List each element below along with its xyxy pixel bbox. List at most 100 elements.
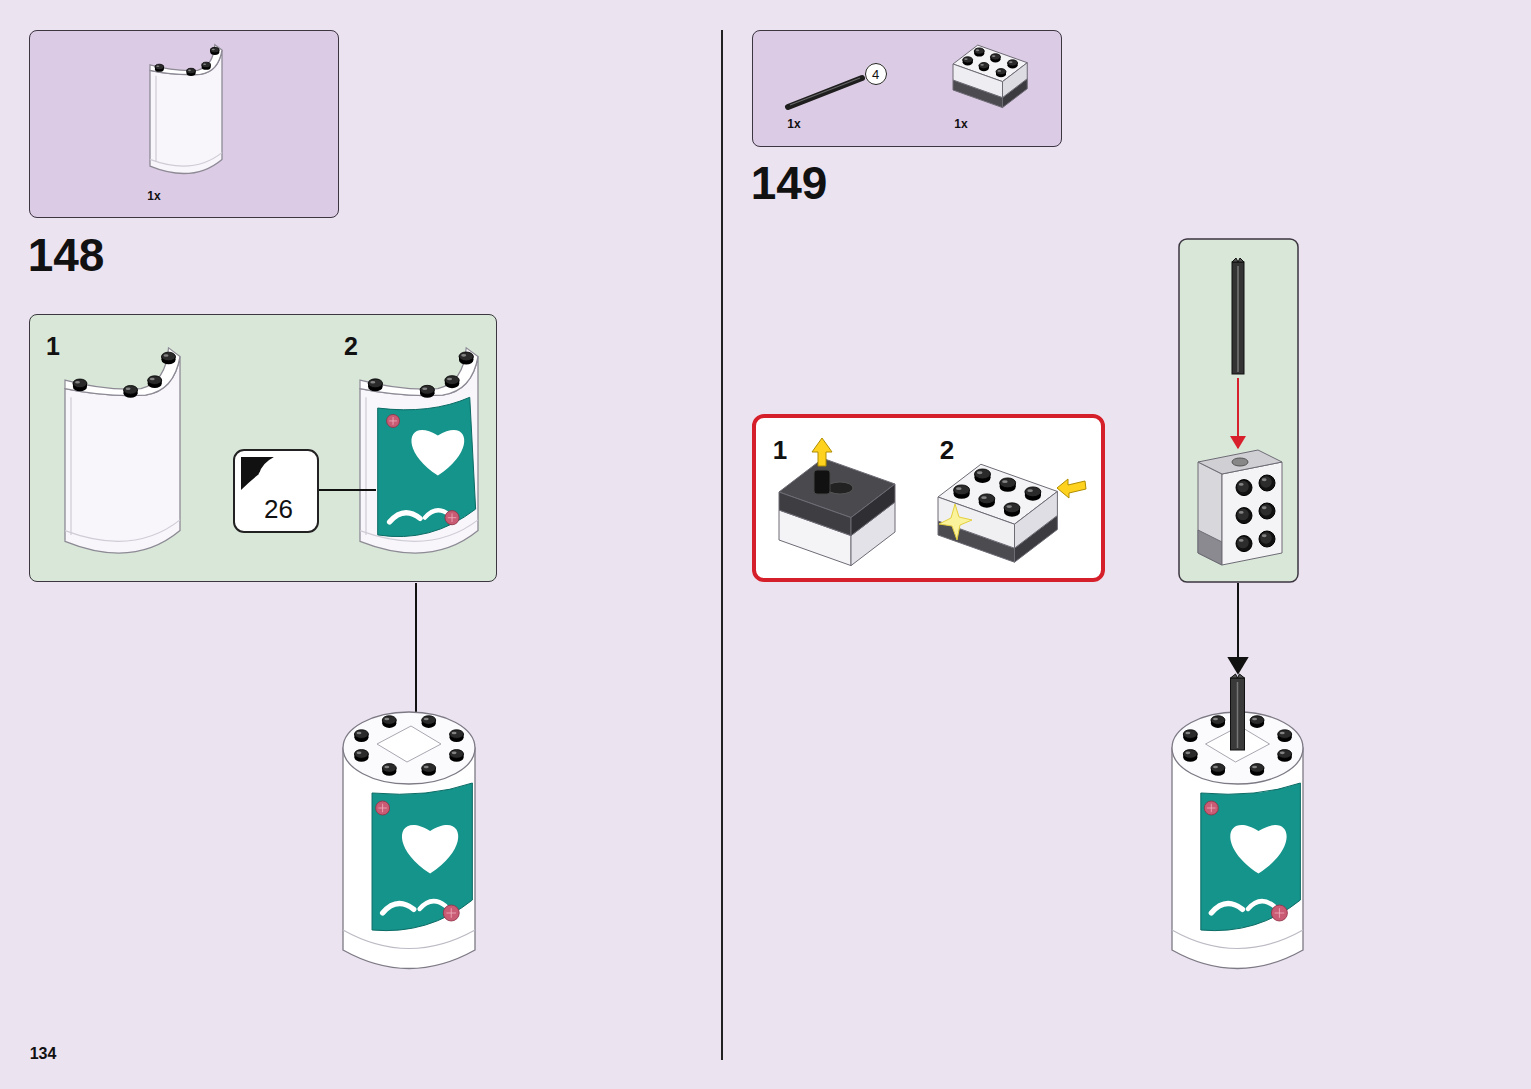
stud-shine [447, 378, 452, 381]
sticker-shell [376, 801, 390, 815]
stud-shine [1262, 478, 1267, 481]
stud-shine [956, 487, 962, 490]
sticker-shell [443, 905, 459, 921]
axle-hole [1232, 458, 1248, 466]
stud-shine [1185, 752, 1190, 755]
stud-shine [1280, 752, 1285, 755]
light-brick-top [938, 497, 1015, 548]
panel-edge [365, 397, 366, 535]
parts-box: 1x1x4 [752, 30, 1062, 147]
stud-shine [1213, 718, 1218, 721]
sticker-wave [1248, 901, 1274, 909]
light-brick-top [1198, 450, 1282, 474]
stud-top [162, 352, 176, 361]
stud-shine [1185, 732, 1190, 735]
substep-number: 1 [46, 334, 60, 359]
sticker-shell [1207, 804, 1215, 812]
stud-front [1259, 475, 1275, 491]
sticker-shell [448, 513, 456, 521]
stud-shine [1239, 511, 1244, 514]
sticker-shell [389, 417, 397, 425]
sticker-icon [241, 457, 274, 490]
stud-top [1211, 716, 1225, 725]
stud-top [202, 62, 211, 67]
stud-shine [980, 64, 984, 66]
stud-shine [384, 718, 389, 721]
page-number: 134 [30, 1046, 57, 1062]
stud-top [1183, 750, 1197, 759]
stud-shine [370, 381, 375, 384]
stud-shine [1252, 718, 1257, 721]
stud-shine [1002, 480, 1008, 483]
panel-edge [70, 397, 71, 535]
axle [1232, 262, 1244, 374]
sticker-shell [378, 804, 386, 812]
stud-top [354, 730, 368, 739]
sticker-shell [446, 908, 456, 918]
stud-shine [976, 49, 980, 51]
stud-top [990, 54, 1000, 60]
stud-shine [452, 732, 457, 735]
stud-front [1260, 504, 1272, 516]
tip-box: 12 [752, 414, 1105, 582]
cylinder-edge [1172, 930, 1303, 949]
stud-top [124, 385, 138, 394]
stud-top [979, 63, 989, 69]
stud-shine [998, 70, 1002, 72]
length-circle: 4 [865, 63, 887, 85]
tip-step-number: 1 [773, 437, 787, 463]
stud-top [450, 730, 464, 739]
stud-top [382, 716, 396, 725]
stud-shine [212, 49, 215, 51]
stud-top [954, 485, 970, 495]
stud-top [1211, 764, 1225, 773]
stud-top [422, 764, 436, 773]
substep-number: 2 [344, 334, 358, 359]
stud-front [1260, 476, 1272, 488]
sticker-heart [402, 825, 458, 874]
tip-box-fill [752, 414, 1105, 582]
stud-top [450, 750, 464, 759]
sticker-heart [1230, 825, 1286, 874]
sticker [378, 397, 476, 536]
stud-shine [1009, 61, 1013, 63]
stud-shine [1252, 766, 1257, 769]
light-brick-top [1015, 491, 1058, 548]
panel-rim [150, 45, 222, 75]
panel-edge [65, 520, 180, 541]
axle-groove [1237, 682, 1239, 748]
sticker-icon [259, 458, 274, 474]
stud-top [73, 379, 87, 388]
substep-panel: 1226 [29, 314, 497, 582]
sticker [372, 783, 472, 931]
stud-top [459, 352, 473, 361]
stud-shine [357, 732, 362, 735]
stud-shine [992, 55, 996, 57]
stud-front [1236, 508, 1252, 524]
stud-shine [1280, 732, 1285, 735]
panel-rim [360, 348, 478, 396]
sticker-wave [1211, 904, 1242, 913]
stud-top [420, 385, 434, 394]
insert-arrow [1237, 378, 1239, 448]
stud-top [1025, 487, 1041, 497]
stud-front [1236, 480, 1252, 496]
sticker-shell [1204, 801, 1218, 815]
axle-groove [790, 78, 860, 105]
panel-rim [65, 348, 180, 396]
light-brick-base [1198, 530, 1222, 565]
stud-front [1259, 531, 1275, 547]
stud-top [155, 64, 164, 69]
stud-top [210, 47, 219, 52]
stud-shine [461, 354, 466, 357]
sticker-shell [445, 511, 459, 525]
battery-cover [779, 492, 851, 536]
sticker-shell [1275, 908, 1285, 918]
stud-top [1004, 503, 1020, 513]
light-flash [939, 504, 972, 540]
stud-top [354, 750, 368, 759]
stud-front [1260, 532, 1272, 544]
stud-top [382, 764, 396, 773]
stud-shine [424, 718, 429, 721]
stud-top [368, 379, 382, 388]
